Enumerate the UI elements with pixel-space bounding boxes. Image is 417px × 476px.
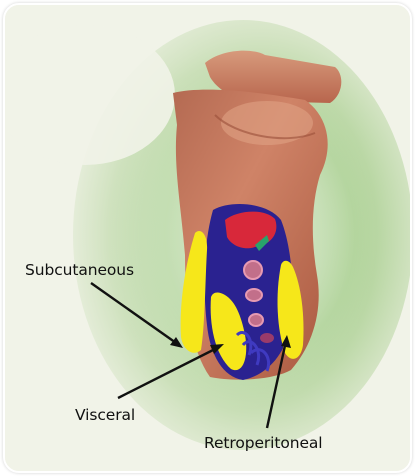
chest-highlight: [221, 101, 313, 145]
organ-loop: [260, 333, 274, 343]
label-subcutaneous: Subcutaneous: [25, 261, 134, 279]
organ-loop: [249, 314, 263, 326]
organ-loop: [246, 289, 262, 301]
fat-distribution-illustration: [5, 5, 410, 471]
organ-loop: [244, 261, 262, 279]
label-visceral: Visceral: [75, 406, 135, 424]
illustration-card: Subcutaneous Visceral Retroperitoneal: [3, 3, 412, 473]
label-retroperitoneal: Retroperitoneal: [204, 434, 322, 452]
